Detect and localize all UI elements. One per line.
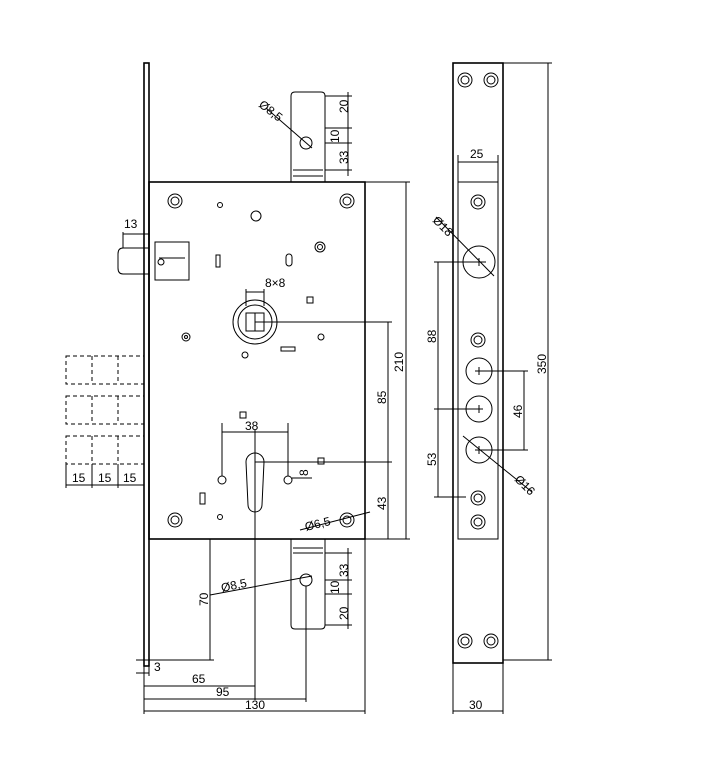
mounting-holes <box>167 193 355 528</box>
bottom-bolt-hole-label: Ø8,5 <box>220 576 249 595</box>
backset-label: 65 <box>192 672 206 686</box>
mount-hole-label: Ø6,5 <box>303 514 332 534</box>
side-large-hole-label: Ø18 <box>430 213 456 239</box>
side-spacing-53: 53 <box>425 452 439 466</box>
cylinder-hole-spacing-label: 38 <box>245 419 259 433</box>
latch <box>117 232 190 281</box>
bottom-bolt <box>209 539 352 630</box>
cylinder-to-bottom-label: 43 <box>375 496 389 510</box>
spindle-size-label: 8×8 <box>265 276 286 290</box>
lock-body <box>148 181 366 540</box>
dim-95-label: 95 <box>216 685 230 699</box>
top-bolt <box>265 91 352 182</box>
body-height-label: 210 <box>392 352 406 372</box>
small-hole-dim-label: 8 <box>297 469 311 476</box>
side-total-height-label: 350 <box>535 354 549 374</box>
side-screws <box>457 72 499 649</box>
bottom-dim-33: 33 <box>337 563 351 577</box>
bottom-offset-label: 70 <box>197 592 211 606</box>
side-width-label: 25 <box>470 147 484 161</box>
side-body <box>457 181 499 540</box>
dim-130-label: 130 <box>245 698 265 712</box>
top-dim-20: 20 <box>337 99 351 113</box>
side-dims <box>434 62 552 714</box>
bolt-throws <box>65 355 145 488</box>
side-small-hole-label: Ø16 <box>512 472 538 498</box>
bolt-throw-3: 15 <box>123 471 137 485</box>
side-faceplate <box>452 62 504 664</box>
body-details <box>181 202 326 520</box>
cylinder-hole <box>217 423 392 700</box>
spindle-hub <box>232 289 392 345</box>
side-view: 25 Ø18 88 46 53 Ø16 350 30 <box>425 62 552 714</box>
front-view: 13 8×8 Ø8,5 20 10 33 Ø8,5 33 10 20 210 8… <box>65 62 410 714</box>
front-bottom-dims <box>136 539 366 714</box>
bottom-dim-10: 10 <box>328 580 342 594</box>
bolt-throw-1: 15 <box>72 471 86 485</box>
side-spacing-88: 88 <box>425 329 439 343</box>
top-dim-33: 33 <box>337 150 351 164</box>
latch-projection-label: 13 <box>124 217 138 231</box>
spindle-to-cylinder-label: 85 <box>375 390 389 404</box>
side-spacing-46: 46 <box>511 404 525 418</box>
faceplate-thickness-label: 3 <box>154 660 161 674</box>
top-dim-10: 10 <box>328 129 342 143</box>
side-total-width-label: 30 <box>469 698 483 712</box>
bottom-dim-20: 20 <box>337 606 351 620</box>
front-right-dims <box>365 181 410 540</box>
bolt-throw-2: 15 <box>98 471 112 485</box>
